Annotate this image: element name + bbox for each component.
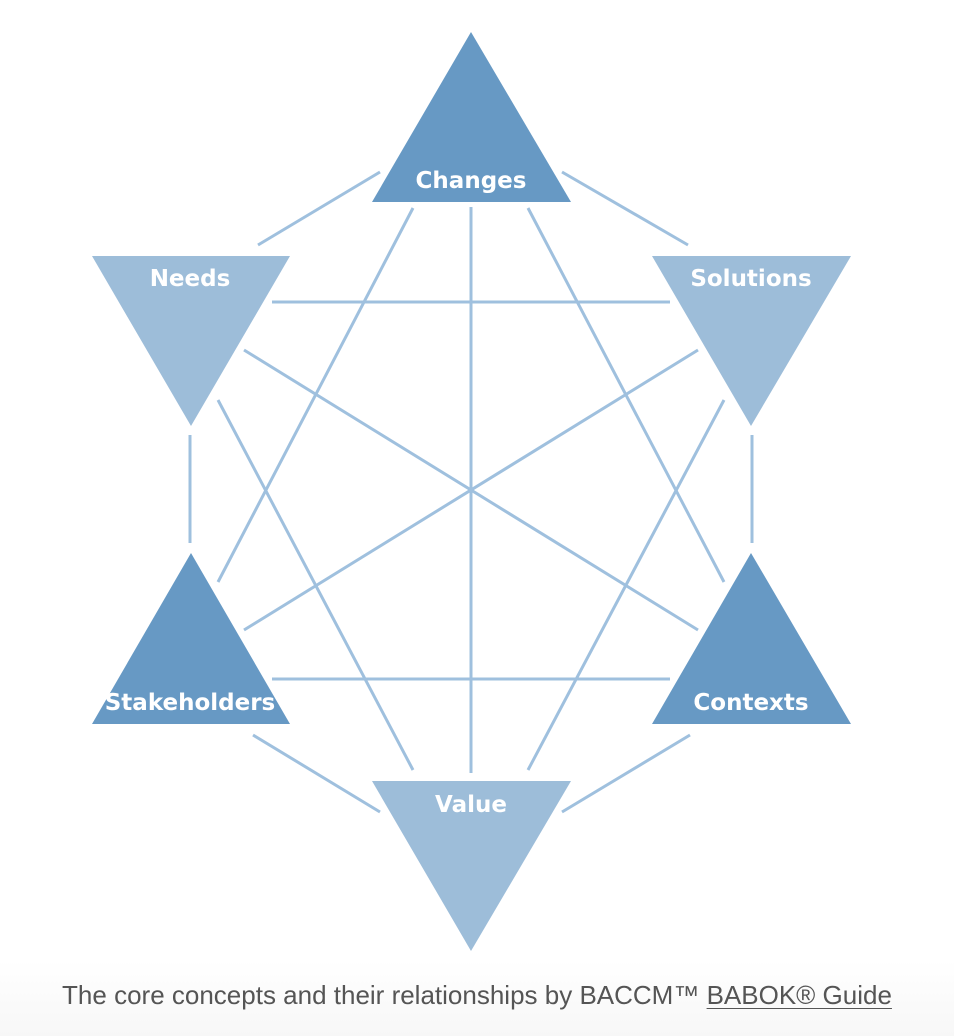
solutions-label: Solutions (690, 266, 811, 292)
concept-needs: Needs (92, 256, 290, 426)
connector-changes-stakeholders (216, 207, 415, 583)
babok-guide-link[interactable]: BABOK® Guide (706, 980, 892, 1010)
value-label: Value (435, 792, 507, 818)
connector-contexts-value (561, 733, 691, 814)
concept-solutions: Solutions (652, 256, 851, 426)
solutions-triangle (652, 256, 851, 426)
caption-background (0, 960, 954, 1036)
needs-label: Needs (150, 266, 231, 292)
value-triangle (372, 781, 571, 951)
baccm-diagram-svg: Changes Needs Solutions Stakeholders Con… (92, 32, 851, 951)
concept-stakeholders: Stakeholders (92, 553, 290, 724)
connector-changes-contexts (526, 207, 726, 583)
connector-changes-solutions (561, 170, 689, 247)
caption-text: The core concepts and their relationship… (62, 980, 700, 1010)
concept-contexts: Contexts (652, 553, 851, 724)
connector-lines (188, 170, 754, 814)
connector-stakeholders-value (252, 733, 381, 814)
figure-caption: The core concepts and their relationship… (0, 980, 954, 1011)
connector-solutions-stakeholders (243, 348, 699, 632)
concept-value: Value (372, 781, 571, 951)
contexts-triangle (652, 553, 851, 724)
needs-triangle (92, 256, 290, 426)
connector-solutions-value (526, 399, 726, 771)
baccm-diagram: Changes Needs Solutions Stakeholders Con… (92, 32, 851, 951)
stakeholders-triangle (92, 553, 290, 724)
concept-changes: Changes (372, 32, 571, 202)
changes-triangle (372, 32, 571, 202)
contexts-label: Contexts (693, 690, 808, 716)
connector-needs-value (216, 399, 415, 771)
stakeholders-label: Stakeholders (105, 690, 276, 716)
changes-label: Changes (416, 168, 527, 194)
connector-changes-needs (257, 170, 381, 247)
